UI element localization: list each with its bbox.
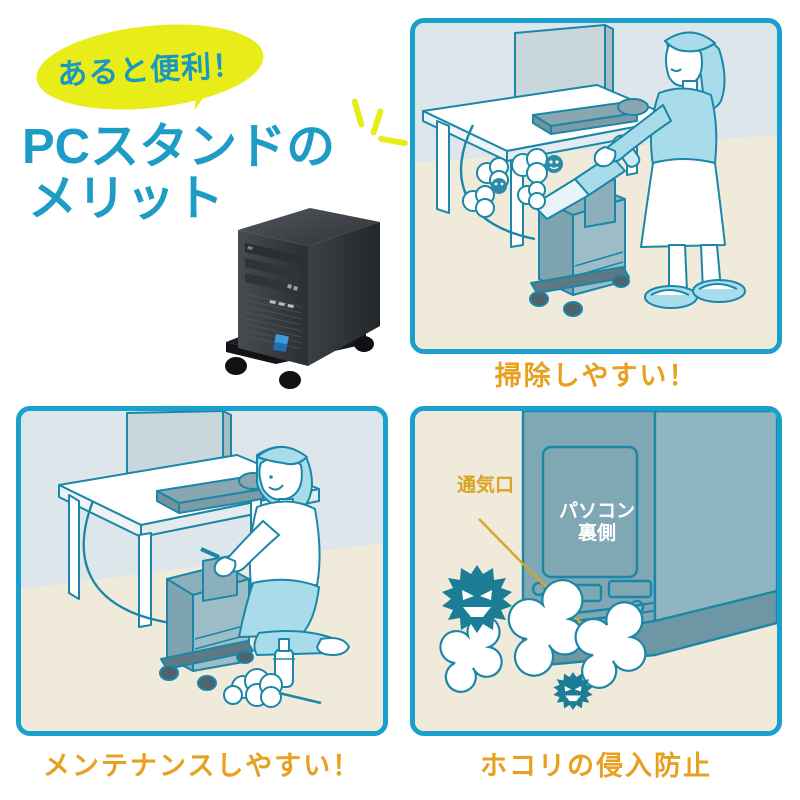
caption-maintenance: メンテナンスしやすい！ [42, 751, 362, 781]
pc-label-line1: パソコン [559, 500, 635, 522]
speech-bubble-label: あると便利！ [56, 49, 244, 92]
caption-dust-prevention: ホコリの侵入防止 [480, 751, 712, 781]
panel-dust-prevention: パソコン 裏側 通気口 [410, 406, 782, 736]
germ-icon [442, 565, 593, 711]
hero-title-block: あると便利！ PCスタンドの メリット [0, 0, 409, 400]
pc-label-line2: 裏側 [577, 521, 616, 544]
page-title: PCスタンドの メリット [22, 120, 382, 226]
page-title-line1: PCスタンドの [22, 120, 336, 174]
sparkle-line-icon [377, 135, 409, 147]
product-photo-pc-tower-on-stand [214, 194, 386, 389]
page-title-line2: メリット [28, 171, 225, 226]
panel-maintenance [16, 406, 388, 736]
panel-cleaning [410, 18, 782, 354]
vent-label: 通気口 [457, 473, 514, 496]
caption-cleaning: 掃除しやすい！ [494, 361, 698, 391]
germ-icon [491, 155, 563, 194]
